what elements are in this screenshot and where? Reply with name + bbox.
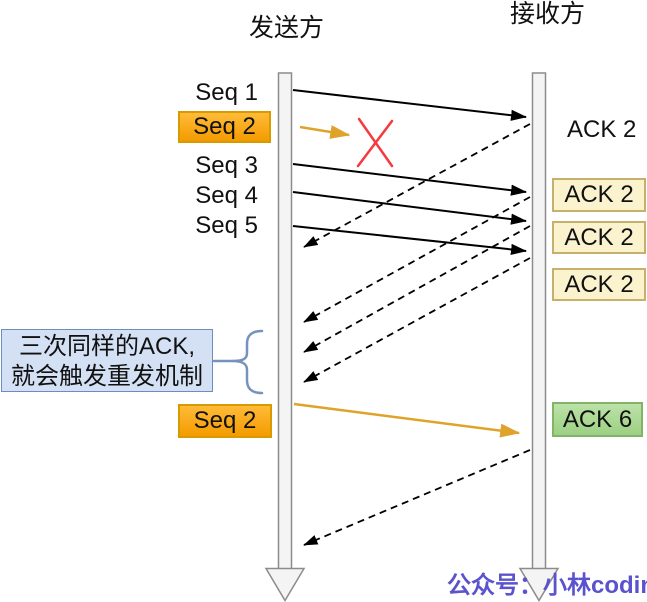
packet-loss-x-icon: [356, 117, 394, 168]
seq1-arrow: [292, 89, 527, 121]
ack2-first-label: ACK 2: [567, 116, 637, 143]
seq4-label: Seq 4: [195, 182, 258, 209]
seq5-arrow: [292, 225, 527, 255]
seq3-label: Seq 3: [195, 152, 258, 179]
sender-timeline-arrow: [264, 72, 306, 602]
seq3-arrow: [292, 163, 527, 196]
note-line-2: 就会触发重发机制: [11, 363, 203, 390]
ack6-arrow: [303, 449, 531, 546]
seq2-retransmit-arrow: [293, 402, 521, 438]
receiver-timeline-arrow: [518, 72, 560, 602]
seq2-lost-arrow: [299, 125, 351, 139]
seq5-label: Seq 5: [195, 212, 258, 239]
ack2-dup3-arrow: [303, 257, 531, 383]
seq2-retransmit-box: Seq 2: [178, 404, 272, 438]
receiver-title: 接收方: [510, 0, 586, 28]
ack2-first-arrow: [303, 123, 531, 248]
ack2-dup2-arrow: [303, 225, 531, 353]
ack2-dup3-box: ACK 2: [552, 268, 646, 301]
ack2-dup1-arrow: [303, 196, 531, 323]
seq4-arrow: [292, 191, 527, 225]
triple-ack-brace: [231, 329, 264, 395]
watermark-text: 公众号：小林coding: [447, 572, 647, 599]
triple-ack-note-box: 三次同样的ACK, 就会触发重发机制: [1, 329, 213, 392]
ack2-dup2-box: ACK 2: [552, 221, 646, 254]
ack2-dup1-box: ACK 2: [552, 178, 646, 212]
note-line-1: 三次同样的ACK,: [18, 333, 195, 360]
seq1-label: Seq 1: [195, 79, 258, 106]
ack6-box: ACK 6: [552, 402, 643, 437]
sender-title: 发送方: [249, 14, 325, 42]
seq2-highlight-box: Seq 2: [178, 111, 271, 143]
